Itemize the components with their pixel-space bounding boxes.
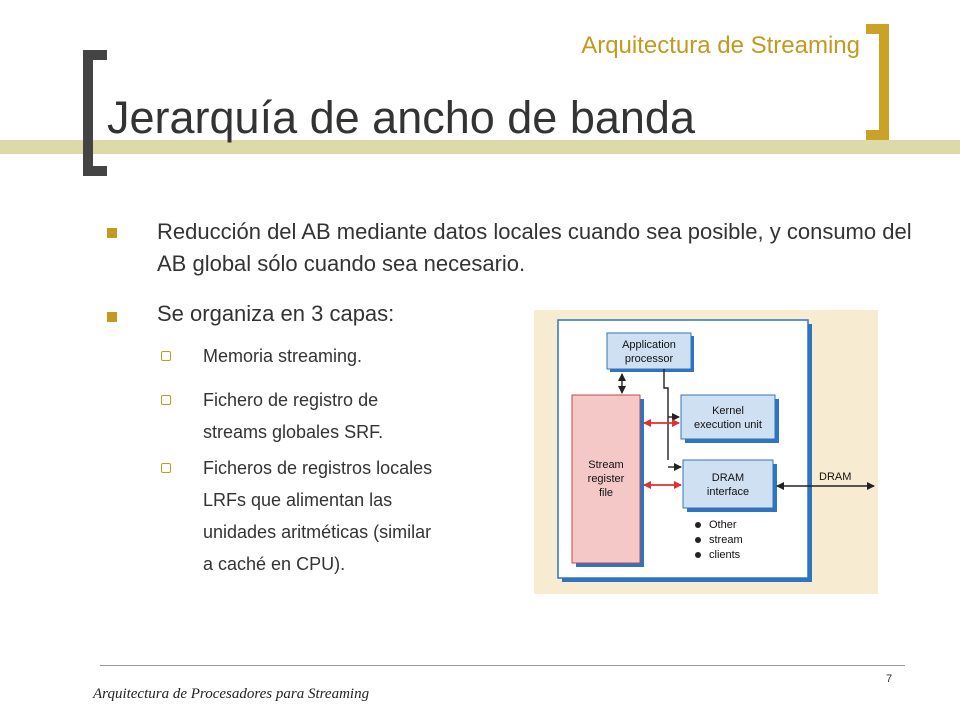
- client-dot: [695, 522, 701, 528]
- slide-title: Jerarquía de ancho de banda: [107, 95, 703, 140]
- right-bracket-bottom: [866, 130, 889, 140]
- dram-if-label: DRAM: [712, 472, 744, 484]
- keu-box: [680, 394, 776, 440]
- sub-item-line: streams globales SRF.: [203, 422, 384, 442]
- app-processor-label: processor: [625, 353, 674, 365]
- bullet-text: Reducción del AB mediante datos locales …: [157, 219, 912, 276]
- sub-item-line: LRFs que alimentan las: [203, 490, 393, 510]
- app-processor-box: [606, 332, 692, 370]
- footer-course-title: Arquitectura de Procesadores para Stream…: [93, 686, 370, 702]
- dram-if-label: interface: [707, 486, 749, 498]
- sub-bullet-marker: [161, 463, 171, 473]
- dram-if-box: [682, 459, 774, 509]
- dram-label: DRAM: [819, 471, 851, 483]
- bullet-text: Se organiza en 3 capas:: [157, 301, 395, 326]
- other-clients-label: Other: [709, 519, 737, 531]
- sub-item-line: Memoria streaming.: [203, 346, 363, 366]
- left-bracket: [83, 50, 93, 176]
- sub-item-line: a caché en CPU).: [203, 554, 346, 574]
- sub-item-line: Ficheros de registros locales: [203, 458, 433, 478]
- page-number: 7: [886, 673, 893, 685]
- client-dot: [695, 552, 701, 558]
- footer-divider: [100, 665, 905, 666]
- sub-bullet-marker: [161, 395, 171, 405]
- other-clients-label: stream: [709, 534, 743, 546]
- keu-label: execution unit: [694, 419, 762, 431]
- right-bracket-top: [866, 24, 889, 34]
- left-bracket-top: [83, 50, 107, 60]
- srf-label: register: [588, 473, 625, 485]
- client-dot: [695, 537, 701, 543]
- srf-label: file: [599, 487, 613, 499]
- bullet-marker: [107, 228, 117, 238]
- stream-architecture-diagram: Application processor Stream register fi…: [534, 310, 878, 594]
- other-clients-label: clients: [709, 549, 741, 561]
- sub-item-line: unidades aritméticas (similar: [203, 522, 432, 542]
- sub-item-memoria: Memoria streaming.: [203, 340, 362, 372]
- header-band: [0, 140, 960, 154]
- right-bracket: [879, 24, 889, 140]
- bullet-marker: [107, 312, 117, 322]
- sub-item-srf: Fichero de registro de streams globales …: [203, 384, 383, 448]
- keu-label: Kernel: [712, 405, 744, 417]
- sub-bullet-marker: [161, 351, 171, 361]
- left-bracket-bottom: [83, 166, 107, 176]
- srf-box: [571, 394, 641, 564]
- sub-item-lrf: Ficheros de registros locales LRFs que a…: [203, 452, 432, 580]
- section-title: Arquitectura de Streaming: [581, 32, 860, 59]
- sub-item-line: Fichero de registro de: [203, 390, 379, 410]
- srf-label: Stream: [588, 459, 623, 471]
- app-processor-label: Application: [622, 339, 676, 351]
